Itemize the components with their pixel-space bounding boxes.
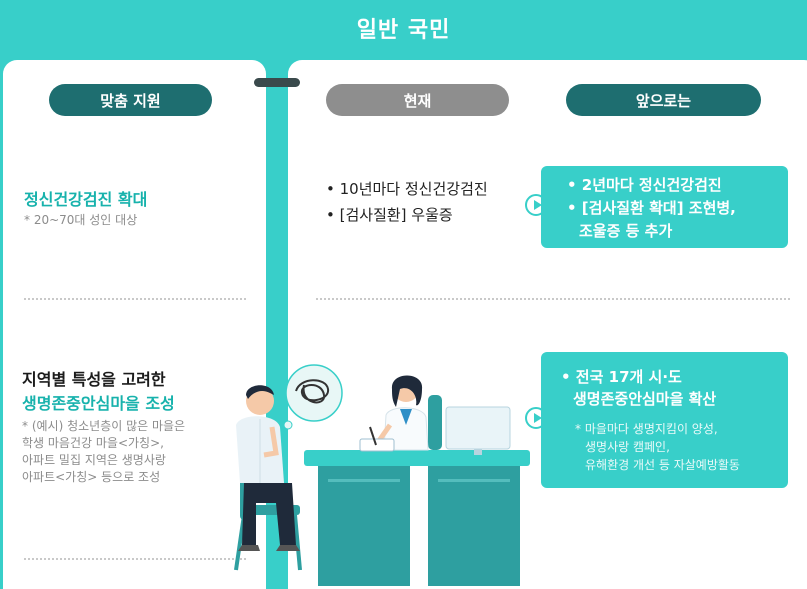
box-line: 조울증 등 추가 [579,222,673,240]
divider [316,298,790,300]
box-line: • 2년마다 정신건강검진 [567,176,722,194]
pill-future: 앞으로는 [566,84,761,116]
box-line: 생명존중안심마을 확산 [573,390,717,408]
pill-current: 현재 [326,84,509,116]
box-line: • [검사질환 확대] 조현병, [567,199,736,217]
future-box-checkup: • 2년마다 정신건강검진 • [검사질환 확대] 조현병, 조울증 등 추가 [541,166,788,248]
list-item: • [검사질환] 우울증 [326,206,453,224]
section2-title-line2: 생명존중안심마을 조성 [22,394,175,413]
note-line: 학생 마음건강 마을<가칭>, [22,436,164,450]
pen-icon [369,426,377,446]
page-title: 일반 국민 [356,18,451,43]
note-line: 유해환경 개선 등 자살예방활동 [585,458,740,472]
note-line: 생명사랑 캠페인, [585,440,670,454]
current-list: • 10년마다 정신건강검진 • [검사질환] 우울증 [326,176,488,228]
left-panel [3,60,266,589]
note-line: * 마을마다 생명지킴이 양성, [575,422,718,436]
future-box-village: • 전국 17개 시·도 생명존중안심마을 확산 * 마을마다 생명지킴이 양성… [541,352,788,488]
section2-note: * (예시) 청소년층이 많은 마을은 학생 마음건강 마을<가칭>, 아파트 … [22,418,222,486]
monitor-icon [445,406,511,455]
pill-custom-support: 맞춤 지원 [49,84,212,116]
desk [304,450,530,586]
section2-title-line1: 지역별 특성을 고려한 [22,370,166,389]
divider [24,558,246,560]
patient-figure [236,385,300,551]
counseling-illustration [234,364,530,586]
note-line: 아파트 밀집 지역은 생명사랑 [22,453,166,467]
clipboard-icon [359,438,395,452]
note-line: * (예시) 청소년층이 많은 마을은 [22,419,186,433]
section1-title: 정신건강검진 확대 [24,190,148,209]
box-line: • 전국 17개 시·도 [561,368,682,386]
note-line: 아파트<가칭> 등으로 조성 [22,470,161,484]
section1-note: * 20~70대 성인 대상 [24,213,138,227]
counselor-chair [428,395,442,450]
panel-connector [254,78,300,87]
list-item: • 10년마다 정신건강검진 [326,180,488,198]
divider [24,298,246,300]
worry-bubble-icon [283,364,343,430]
counselor-figure [373,375,429,451]
